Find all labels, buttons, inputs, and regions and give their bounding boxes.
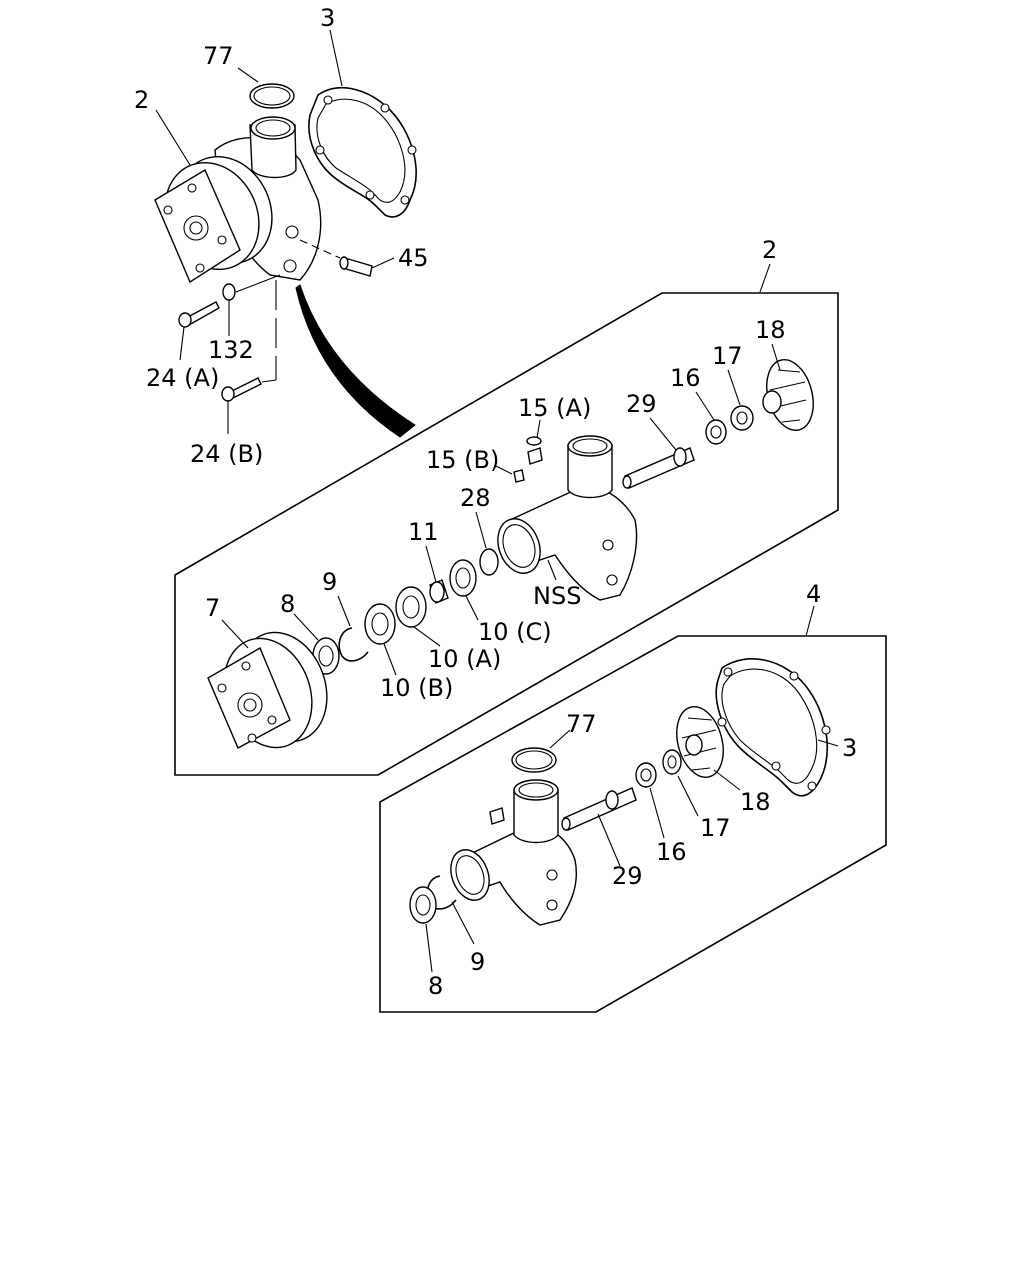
label-9-middle: 9 [322, 568, 337, 596]
pulley-top [154, 155, 273, 284]
seal-17-bottom [662, 749, 682, 775]
middle-panel-assembly-2: 2 18 17 16 29 15 (A) 15 (B) 28 11 NSS 9 … [174, 236, 839, 776]
label-18-middle: 18 [755, 316, 786, 344]
snap-ring-9-middle [338, 627, 369, 662]
bolt-24a [178, 301, 220, 328]
seal-17 [730, 405, 754, 431]
o-ring-77-bottom [511, 747, 557, 773]
pump-body-middle [497, 435, 638, 601]
label-10c: 10 (C) [478, 618, 552, 646]
label-7: 7 [205, 594, 220, 622]
bearing-10b [364, 603, 396, 645]
label-2-middle: 2 [762, 236, 777, 264]
label-29-bottom: 29 [612, 862, 643, 890]
washer-28 [479, 548, 499, 576]
label-17-bottom: 17 [700, 814, 731, 842]
shaft-29-bottom [561, 787, 637, 831]
label-24a: 24 (A) [146, 364, 219, 392]
label-4: 4 [806, 580, 821, 608]
label-77-bottom: 77 [566, 710, 597, 738]
label-15a: 15 (A) [518, 394, 591, 422]
label-132: 132 [208, 336, 254, 364]
label-8-bottom: 8 [428, 972, 443, 1000]
seal-16-bottom [635, 762, 657, 788]
seal-16 [705, 419, 727, 445]
exploded-view-arrow [295, 284, 416, 438]
label-3-bottom: 3 [842, 734, 857, 762]
label-15b: 15 (B) [426, 446, 499, 474]
seal-8-bottom [409, 886, 437, 924]
label-16-bottom: 16 [656, 838, 687, 866]
bolt-24b [221, 377, 262, 402]
o-ring-77-top [249, 83, 295, 109]
spacer-11 [429, 579, 449, 604]
panel-frame-2 [174, 292, 839, 776]
top-pump-assembly: 77 3 2 45 132 24 (A) 24 (B) [134, 4, 429, 468]
washer-132 [222, 283, 236, 301]
label-45: 45 [398, 244, 429, 272]
label-9-bottom: 9 [470, 948, 485, 976]
gasket-3-top [308, 87, 417, 218]
bearing-10a [395, 586, 427, 628]
shaft-29 [622, 447, 695, 489]
label-11: 11 [408, 518, 439, 546]
label-17-middle: 17 [712, 342, 743, 370]
gasket-3-bottom [715, 658, 831, 797]
label-77-top: 77 [203, 42, 234, 70]
label-10a: 10 (A) [428, 645, 501, 673]
label-18-bottom: 18 [740, 788, 771, 816]
bearing-10c [449, 559, 477, 597]
bolt-45 [299, 239, 373, 277]
pulley-7 [207, 631, 328, 749]
panel-frame-4 [379, 635, 887, 1013]
impeller-18-bottom [676, 706, 724, 778]
impeller-18 [762, 359, 814, 431]
label-2-top: 2 [134, 86, 149, 114]
label-24b: 24 (B) [190, 440, 263, 468]
pump-body-bottom [450, 779, 577, 926]
label-29-middle: 29 [626, 390, 657, 418]
label-10b: 10 (B) [380, 674, 453, 702]
label-8-middle: 8 [280, 590, 295, 618]
bottom-panel-assembly-4: 4 77 3 18 17 16 29 9 8 [379, 580, 887, 1013]
label-3-top: 3 [320, 4, 335, 32]
label-16-middle: 16 [670, 364, 701, 392]
label-nss: NSS [533, 582, 581, 610]
label-28: 28 [460, 484, 491, 512]
